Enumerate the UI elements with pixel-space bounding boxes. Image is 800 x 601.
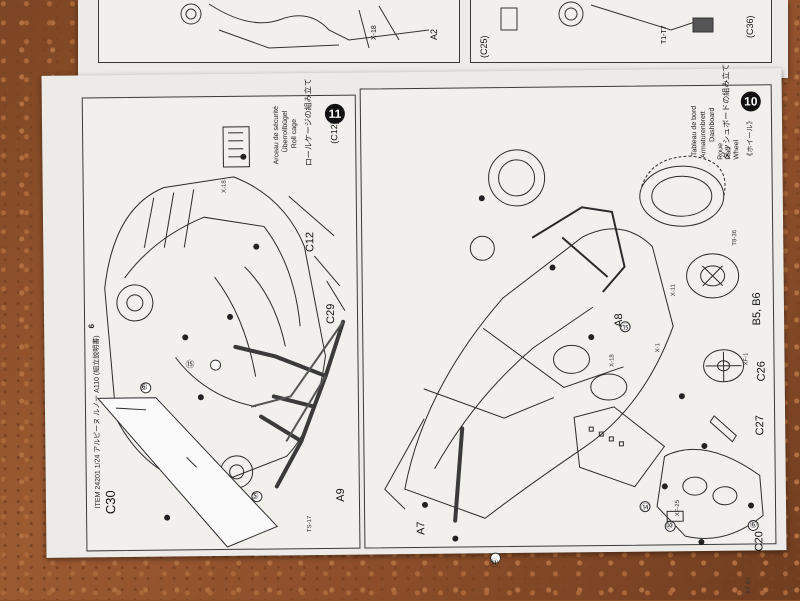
part-label-a7: A7 <box>415 521 428 535</box>
top-right-drawing <box>500 1 714 33</box>
part-label-x18-b: X-18 <box>609 354 616 367</box>
part-label-xf25: XF-25 <box>674 499 682 517</box>
part-label-c27: C27 <box>754 415 767 436</box>
part-label-c26: C26 <box>755 361 768 382</box>
part-label-c30: C30 <box>102 490 119 515</box>
callout-6-left: ⑥ <box>139 381 148 392</box>
part-label-xf63: XF-63 <box>745 577 752 594</box>
callout-15-left: ⑮ <box>185 359 195 370</box>
part-label-a2: A2 <box>429 28 439 40</box>
step10-panel: 10 ダッシュボードの組み立て Dashboard Armaturenbrett… <box>359 64 777 594</box>
part-label-c36: (C36) <box>745 15 755 38</box>
roll-cage-drawing <box>96 126 346 548</box>
part-label-a9: A9 <box>334 488 347 502</box>
callout-15-right: ⑮ <box>621 322 631 333</box>
part-label-c29: C29 <box>324 303 338 324</box>
callout-11: ⑪ <box>489 558 499 569</box>
top-left-drawing <box>180 3 430 49</box>
part-label-ts17: TS-17 <box>307 515 314 533</box>
part-label-c20: C20 <box>753 531 766 552</box>
top-left-panel: A2 X-18 <box>98 0 460 63</box>
callout-5-left: ⑤ <box>250 490 260 501</box>
part-label-b5b6: B5, B6 <box>750 292 764 326</box>
part-label-x18-a: X-18 <box>221 180 228 194</box>
top-right-panel: (C25) (C36) T1-T7 <box>470 0 772 63</box>
top-sheet-strip: A2 X-18 (C25) (C36) T1-T7 <box>78 0 788 78</box>
callout-14: ⑭ <box>640 502 651 513</box>
callout-10: ⑩ <box>665 520 674 531</box>
part-label-t1t7: T1-T7 <box>661 25 668 44</box>
part-label-c12: C12 <box>304 231 317 253</box>
part-label-x1: X-1 <box>655 343 662 353</box>
dashboard-drawing <box>384 149 764 564</box>
part-label-xf1: XF-1 <box>743 352 750 366</box>
part-label-x11: X-11 <box>670 284 677 297</box>
part-label-t836: T8-36 <box>732 229 739 246</box>
step11-panel: 11 ロールケージの組み立て Roll cage Überrollbügel A… <box>81 78 361 552</box>
part-label-x18-top: X-18 <box>371 25 378 40</box>
footer-item-text: ITEM 24201 1/24 アルピーヌ ルノー A110 (組立説明書) <box>93 335 103 509</box>
page-number: 6 <box>87 323 97 329</box>
instruction-sheet: 11 ロールケージの組み立て Roll cage Überrollbügel A… <box>41 64 787 594</box>
callout-6-right: ⑥ <box>749 519 758 530</box>
part-label-c25: (C25) <box>479 35 489 58</box>
